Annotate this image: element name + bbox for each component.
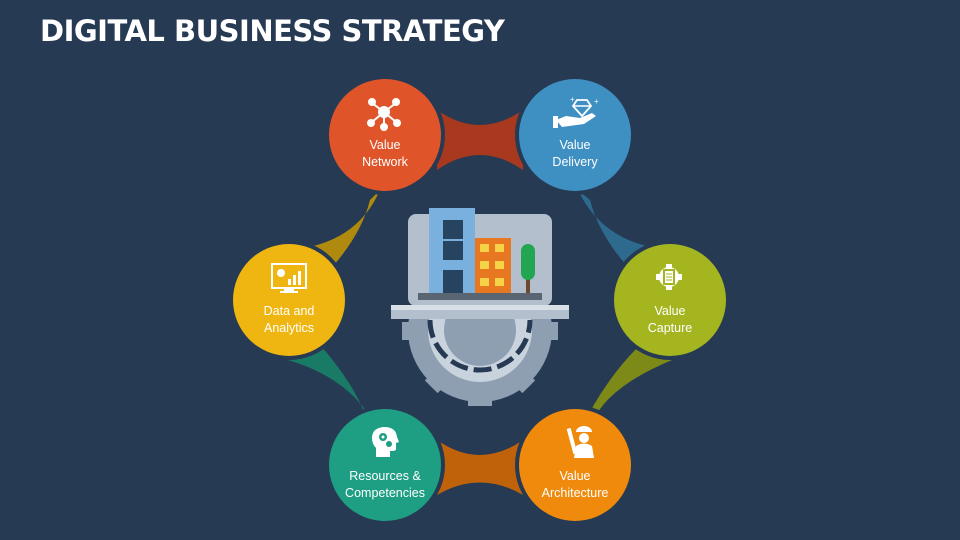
node-label-line2: Analytics xyxy=(264,321,314,335)
page-title: DIGITAL BUSINESS STRATEGY xyxy=(40,14,505,48)
monitor-chart-icon xyxy=(271,263,307,293)
node-resources-competencies: Resources & Competencies xyxy=(325,405,445,525)
connector-resources-data xyxy=(288,345,380,435)
node-label-line1: Data and xyxy=(264,304,315,318)
node-value-network: Value Network xyxy=(325,75,445,195)
building-gear-icon xyxy=(391,208,569,406)
node-label-line1: Value xyxy=(369,138,400,152)
connector-architecture-resources xyxy=(437,440,523,495)
node-label-line2: Competencies xyxy=(345,486,425,500)
node-label-line1: Value xyxy=(654,304,685,318)
node-value-capture: Value Capture xyxy=(610,240,730,360)
node-value-delivery: + + Value Delivery xyxy=(515,75,635,195)
network-icon xyxy=(367,98,401,131)
node-label-line2: Network xyxy=(362,155,409,169)
diamond-hand-icon: + + xyxy=(553,95,599,128)
svg-text:+: + xyxy=(570,95,575,104)
node-data-analytics: Data and Analytics xyxy=(229,240,349,360)
connector-network-delivery xyxy=(437,110,523,170)
node-value-architecture: Value Architecture xyxy=(515,405,635,525)
svg-text:+: + xyxy=(594,97,599,106)
node-label-line1: Value xyxy=(559,469,590,483)
head-gears-icon xyxy=(372,427,399,457)
node-label-line2: Architecture xyxy=(542,486,609,500)
node-label-line2: Delivery xyxy=(552,155,598,169)
architect-icon xyxy=(566,426,594,458)
connector-capture-architecture xyxy=(578,345,672,435)
node-label-line2: Capture xyxy=(648,321,693,335)
gear-document-icon xyxy=(656,264,682,290)
node-label-line1: Value xyxy=(559,138,590,152)
node-label-line1: Resources & xyxy=(349,469,421,483)
